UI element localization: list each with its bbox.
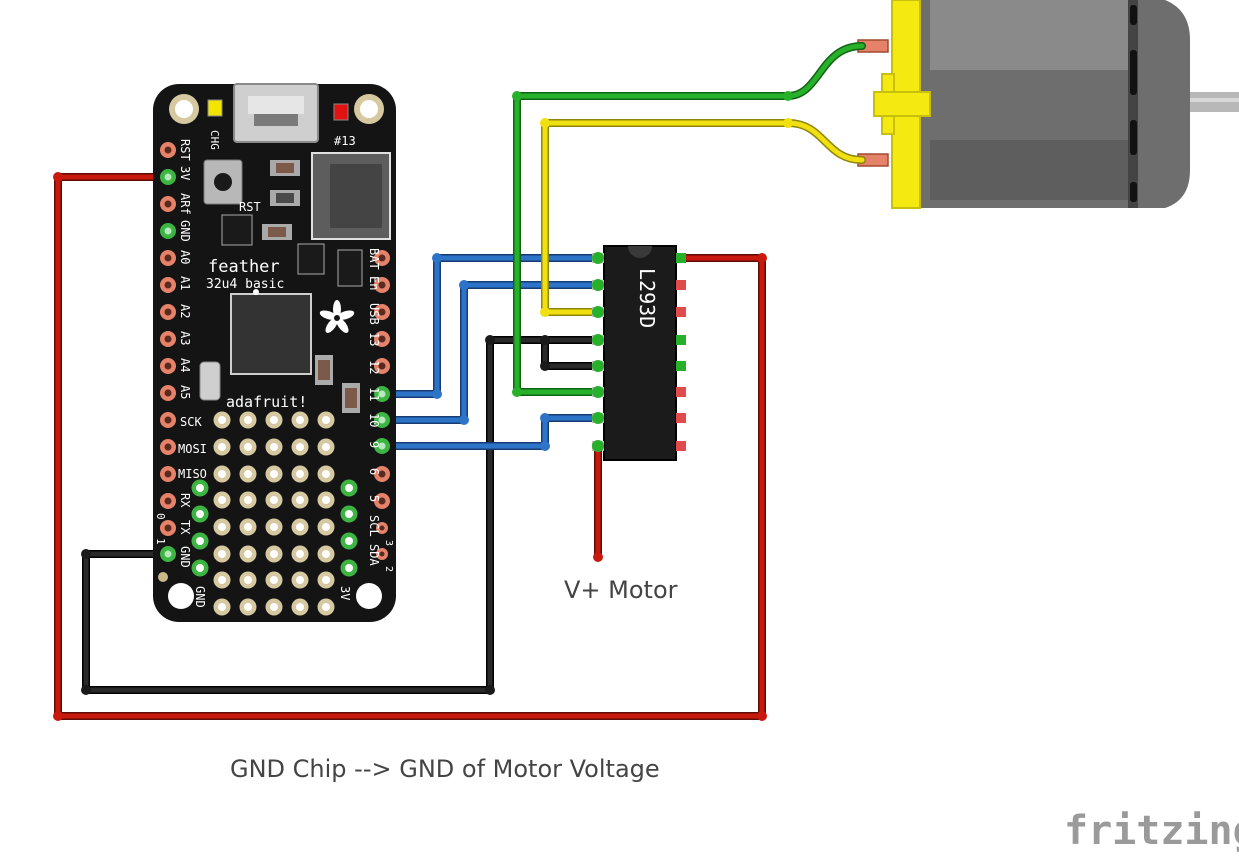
pin-label-left-extra: 0 [154, 513, 167, 520]
chip-pin-right[interactable] [676, 307, 686, 317]
pin-label-right: 6 [367, 468, 381, 475]
chip-pin-connector[interactable] [592, 440, 604, 452]
chip-pin-connector[interactable] [592, 386, 604, 398]
wire-yellow-motor[interactable] [542, 120, 865, 315]
chip-pin-right[interactable] [676, 387, 686, 397]
led-label: #13 [334, 134, 356, 148]
gnd-note: GND Chip --> GND of Motor Voltage [230, 755, 660, 783]
pin-label-right: SDA [367, 544, 381, 566]
chip-pin-right[interactable] [676, 253, 686, 263]
mount-hole [356, 583, 382, 609]
pin-label-left: MISO [178, 467, 207, 481]
pin-label-right: BAT [367, 248, 381, 270]
pin-label-right: 13 [367, 332, 381, 346]
wire-blue-pin11[interactable] [379, 282, 601, 423]
pin-label-left: MOSI [178, 442, 207, 456]
pin-label-left: RX [178, 493, 192, 508]
chip-pin-connector[interactable] [592, 412, 604, 424]
wire-black-gnd[interactable] [83, 337, 601, 693]
chip-pin-connector[interactable] [592, 252, 604, 264]
crystal [199, 361, 221, 401]
board-subname: 32u4 basic [206, 277, 284, 292]
chg-label: CHG [208, 130, 221, 150]
chip-pin-connector[interactable] [592, 279, 604, 291]
pin-label-right: En [367, 276, 381, 290]
mount-hole [168, 583, 194, 609]
pin-label-right: 11 [367, 387, 381, 401]
pin-label-right: 10 [367, 413, 381, 427]
pin-label-right: SCL [367, 515, 381, 537]
l293d-chip[interactable]: L293D [592, 245, 686, 461]
user-led [333, 103, 349, 121]
pin-label-left: RST [178, 139, 192, 161]
chip-pin-connector[interactable] [592, 306, 604, 318]
chip-notch [628, 246, 652, 258]
mcu-chip [230, 293, 312, 375]
wire-green-motor[interactable] [514, 43, 865, 395]
pin-label-left: A5 [178, 385, 192, 399]
pin-label-right: USB [367, 303, 381, 325]
chip-pin-right[interactable] [676, 335, 686, 345]
pin-label-left: GND [178, 546, 192, 568]
wire-blue-pin10[interactable] [379, 415, 601, 449]
pin-label-left: A0 [178, 250, 192, 264]
pin-label-bottom: GND [193, 586, 207, 608]
board-name: feather [208, 257, 280, 277]
pin-label-right: 12 [367, 360, 381, 374]
chip-pin-right[interactable] [676, 413, 686, 423]
feather-board[interactable]: CHG #13 RST feather 32u4 basic adafruit! [153, 83, 396, 622]
pin-label-left: A3 [178, 331, 192, 345]
pin-label-right-extra: 3 [383, 540, 394, 546]
wire-joints [53, 91, 793, 721]
pin-label-right: 5 [367, 495, 381, 502]
dc-motor [857, 0, 1239, 209]
chip-body [603, 245, 677, 461]
fritzing-logo: fritzing [1064, 808, 1239, 854]
adafruit-flower-icon [319, 300, 355, 333]
pin-label-left: ARf [178, 193, 192, 215]
wire-red-3v[interactable] [55, 174, 765, 719]
pin-label-left: A4 [178, 358, 192, 372]
chip-pin-connector[interactable] [592, 360, 604, 372]
pin-label-right: 9 [367, 441, 381, 448]
chg-led [207, 99, 223, 117]
pin-label-right-extra: 2 [383, 566, 394, 572]
rst-label: RST [239, 200, 261, 214]
chip-label: L293D [635, 268, 659, 328]
vmotor-label: V+ Motor [564, 576, 678, 604]
brand-label: adafruit! [226, 393, 307, 411]
pin-label-left: A2 [178, 304, 192, 318]
chip-pin-right[interactable] [676, 441, 686, 451]
pin-label-left: 3V [178, 166, 192, 180]
pin-label-left-extra: 1 [154, 538, 167, 545]
chip-pin-connector[interactable] [592, 334, 604, 346]
pin-label-left: TX [178, 520, 192, 535]
pin-label-left: A1 [178, 276, 192, 290]
chip-pin-right[interactable] [676, 361, 686, 371]
pin-label-left: GND [178, 220, 192, 242]
pin-label-bottom: 3V [338, 586, 352, 600]
chip-pin-right[interactable] [676, 280, 686, 290]
pin-label-left: SCK [180, 415, 202, 429]
